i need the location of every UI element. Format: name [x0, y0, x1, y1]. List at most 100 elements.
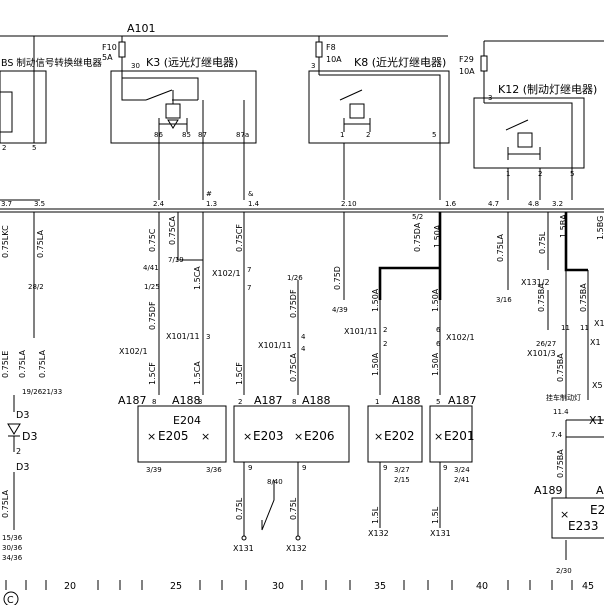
svg-text:3/16: 3/16: [496, 296, 512, 304]
fuse-f8: F8 10A 3: [311, 36, 342, 75]
svg-text:0.75LE: 0.75LE: [1, 351, 10, 378]
svg-text:X131: X131: [430, 529, 451, 538]
svg-text:1.5BA: 1.5BA: [559, 214, 568, 238]
grid-ruler: 20 25 30 35 40 45: [5, 580, 594, 592]
svg-text:×: ×: [147, 430, 156, 443]
svg-text:1.5CA: 1.5CA: [193, 266, 202, 290]
ground-labels: X131 X132 X132 X131: [233, 529, 451, 553]
svg-text:0.75CA: 0.75CA: [289, 353, 298, 382]
svg-text:挂车制动灯: 挂车制动灯: [546, 393, 581, 402]
svg-text:30: 30: [131, 62, 140, 70]
svg-text:30/36: 30/36: [2, 544, 23, 552]
svg-text:11: 11: [561, 324, 570, 332]
svg-text:1.5L: 1.5L: [431, 506, 440, 524]
svg-text:6: 6: [436, 326, 441, 334]
svg-text:8: 8: [292, 398, 296, 406]
cross-references: 28/2 19/26 21/33 4/41 7/19 1/25 1/26 4/3…: [22, 213, 572, 575]
svg-text:E203: E203: [253, 429, 284, 443]
svg-text:3.5: 3.5: [34, 200, 45, 208]
svg-text:E204: E204: [173, 414, 201, 427]
svg-text:9: 9: [248, 464, 252, 472]
relay-k3: K3 (远光灯继电器) 86 85 87 87a: [110, 55, 257, 200]
relay-k12-title: K12 (制动灯继电器): [498, 83, 597, 96]
svg-text:0.75L: 0.75L: [538, 231, 547, 254]
corner-mark: C: [3, 591, 19, 605]
svg-text:1.5BG: 1.5BG: [596, 216, 604, 240]
svg-text:X1: X1: [594, 319, 604, 328]
svg-text:X101/11: X101/11: [258, 341, 292, 350]
svg-text:D3: D3: [16, 462, 29, 473]
connector-pin-labels: 3.7 3.5 2.4 # 1.3 & 1.4 2.10 1.6 4.7 4.8…: [1, 190, 563, 208]
svg-text:3/36: 3/36: [206, 466, 222, 474]
svg-text:A188: A188: [302, 394, 331, 407]
svg-text:1.5L: 1.5L: [371, 506, 380, 524]
svg-text:D3: D3: [16, 410, 29, 421]
svg-text:E202: E202: [384, 429, 415, 443]
svg-text:F8: F8: [326, 43, 336, 52]
svg-text:45: 45: [582, 581, 594, 592]
svg-text:E233: E233: [568, 519, 599, 533]
svg-text:E201: E201: [444, 429, 475, 443]
svg-text:1/26: 1/26: [287, 274, 303, 282]
svg-text:0.75BA: 0.75BA: [579, 283, 588, 312]
lamp-group-e203-e206: × E203 × E206 9 9: [233, 405, 350, 536]
svg-text:28/2: 28/2: [28, 283, 44, 291]
svg-text:7: 7: [247, 284, 251, 292]
svg-text:D3: D3: [22, 430, 37, 443]
svg-text:X132: X132: [286, 544, 307, 553]
svg-text:3/24: 3/24: [454, 466, 470, 474]
lamp-e202: × E202 9 3/27 2/15: [367, 405, 423, 528]
svg-text:26/27: 26/27: [536, 340, 556, 348]
svg-text:4: 4: [301, 345, 306, 353]
fuse-f29: F29 10A: [459, 41, 488, 103]
svg-text:&: &: [248, 190, 254, 198]
svg-text:×: ×: [201, 430, 210, 443]
svg-text:X101/11: X101/11: [166, 332, 200, 341]
svg-text:7/19: 7/19: [168, 256, 184, 264]
svg-text:4/39: 4/39: [332, 306, 348, 314]
svg-text:3: 3: [198, 398, 202, 406]
svg-text:1.5CF: 1.5CF: [148, 362, 157, 385]
svg-text:19/26: 19/26: [22, 388, 43, 396]
svg-text:A187: A187: [118, 394, 147, 407]
svg-text:A188: A188: [392, 394, 421, 407]
svg-text:X101/11: X101/11: [344, 327, 378, 336]
lamp-e233: × E233 E2: [551, 483, 604, 539]
svg-text:2: 2: [2, 144, 6, 152]
svg-text:2: 2: [16, 447, 21, 456]
svg-text:E205: E205: [158, 429, 189, 443]
relay-bs: BS 制动信号转换继电器 2 5: [0, 36, 102, 201]
pin-marks: 7 7 3 4 4 2 2 6 6 11 11: [206, 266, 589, 353]
svg-text:11: 11: [580, 324, 589, 332]
svg-text:4: 4: [301, 333, 306, 341]
svg-text:2.4: 2.4: [153, 200, 165, 208]
svg-text:A187: A187: [448, 394, 477, 407]
svg-text:0.75DF: 0.75DF: [289, 289, 298, 318]
svg-text:A: A: [596, 484, 604, 497]
wire-runs: [33, 212, 604, 560]
svg-text:X1: X1: [590, 338, 601, 347]
svg-text:2.10: 2.10: [341, 200, 357, 208]
svg-text:×: ×: [374, 430, 383, 443]
svg-text:9: 9: [443, 464, 447, 472]
svg-text:1/25: 1/25: [144, 283, 160, 291]
svg-text:3: 3: [488, 94, 492, 102]
svg-text:C: C: [7, 595, 14, 605]
svg-text:1: 1: [340, 131, 344, 139]
svg-text:A187: A187: [254, 394, 283, 407]
svg-text:#: #: [206, 190, 212, 198]
svg-text:4.7: 4.7: [488, 200, 499, 208]
svg-text:3.2: 3.2: [552, 200, 563, 208]
svg-text:0.75LA: 0.75LA: [18, 350, 27, 378]
svg-text:3.7: 3.7: [1, 200, 12, 208]
svg-text:5A: 5A: [102, 53, 113, 62]
svg-text:0.75CA: 0.75CA: [168, 216, 177, 245]
svg-text:0.75LA: 0.75LA: [36, 230, 45, 258]
svg-text:1.5CA: 1.5CA: [193, 361, 202, 385]
svg-text:0.75DF: 0.75DF: [148, 301, 157, 330]
svg-text:F29: F29: [459, 55, 474, 64]
svg-text:11.4: 11.4: [553, 408, 569, 416]
svg-text:0.75D: 0.75D: [333, 266, 342, 290]
svg-text:0.75BA: 0.75BA: [556, 449, 565, 478]
svg-text:5: 5: [32, 144, 36, 152]
